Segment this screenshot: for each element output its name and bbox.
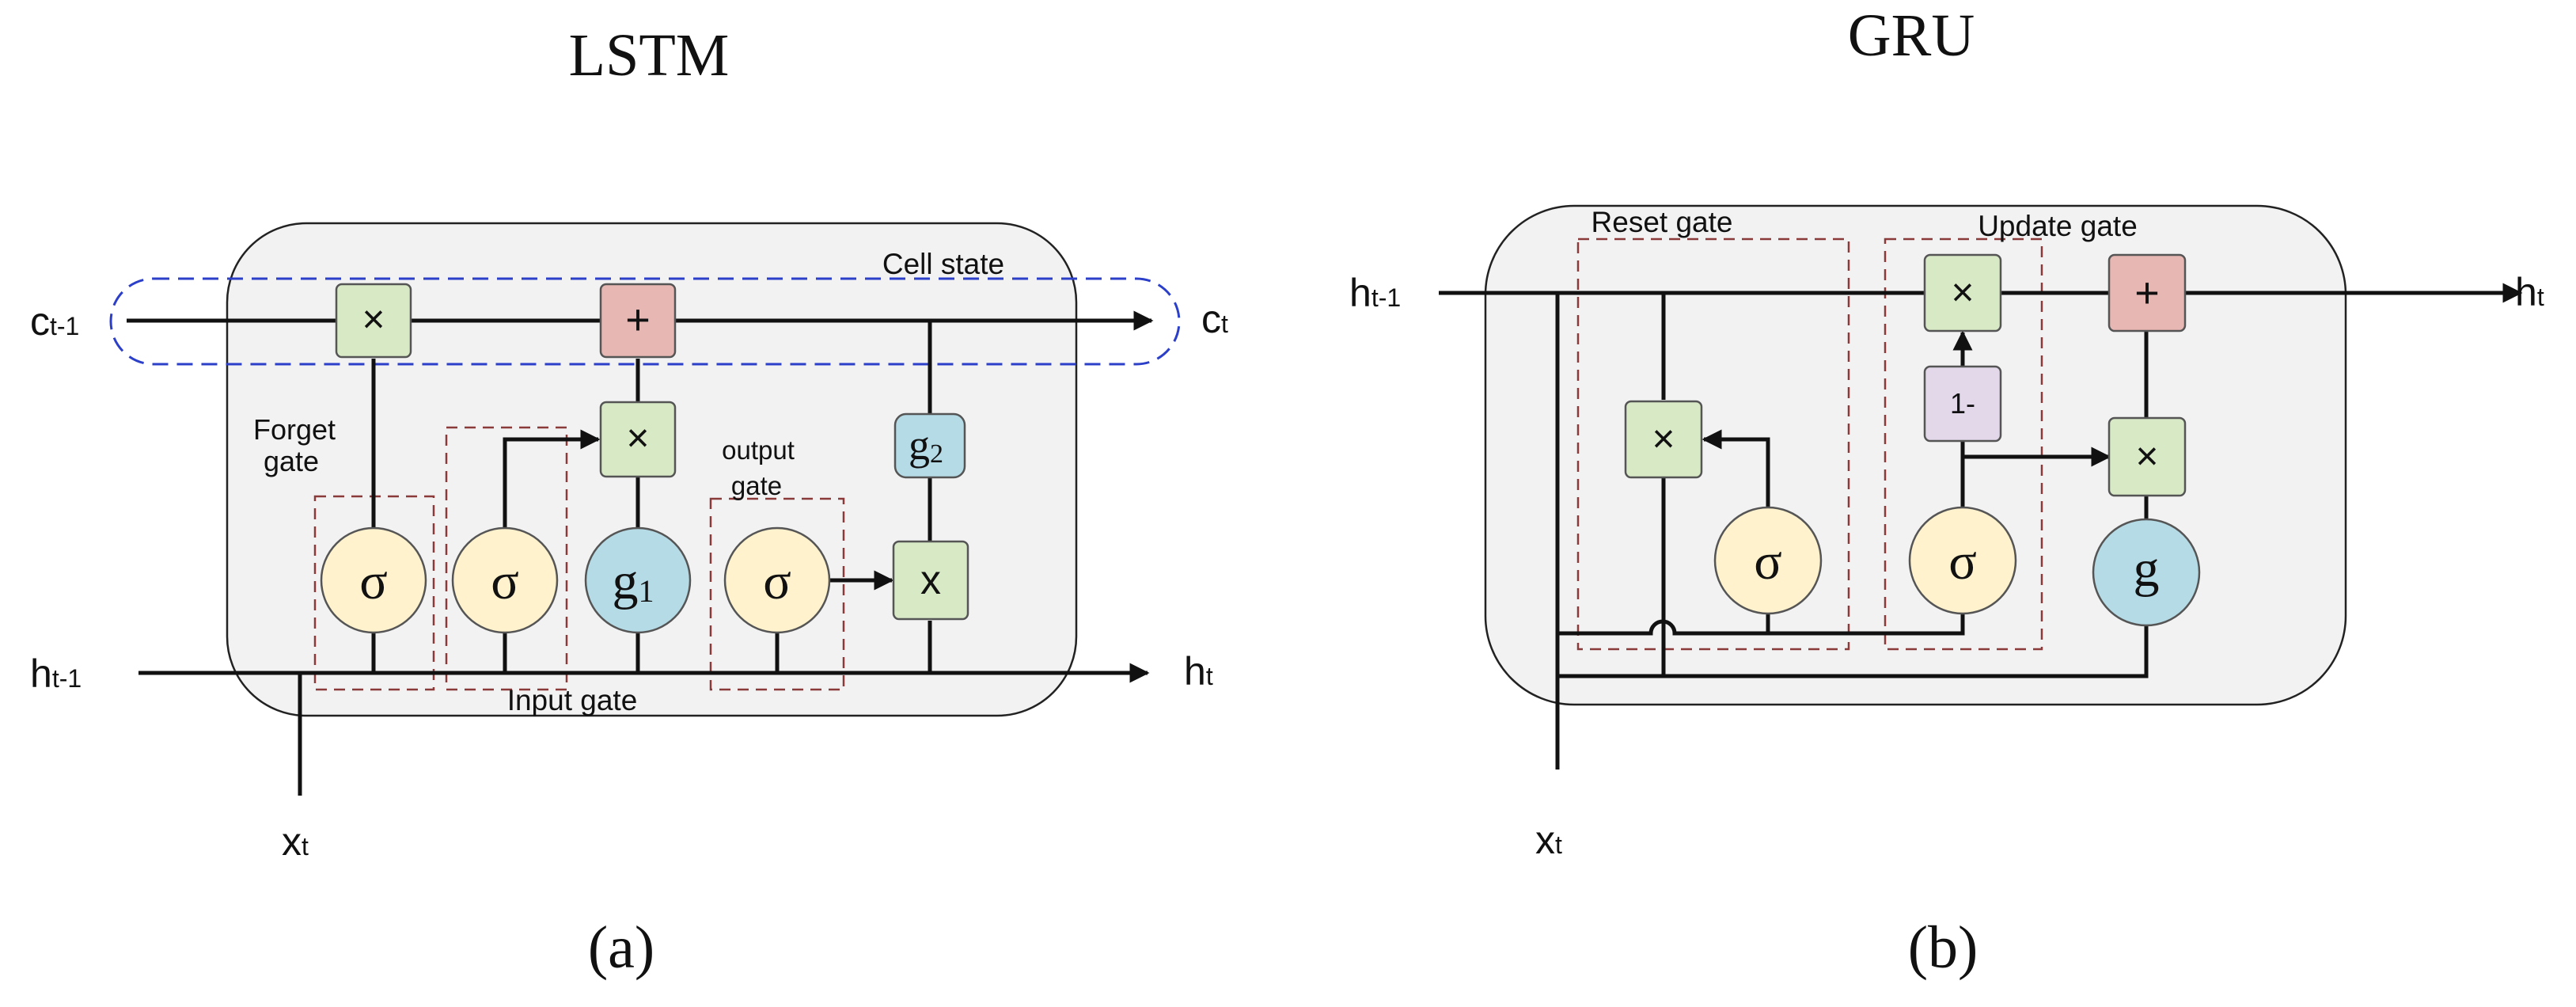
gru-input-h-label: ht-1 bbox=[1349, 271, 1401, 315]
gru-update-sigma-symbol: σ bbox=[1948, 533, 1977, 591]
lstm-output-sigma-node bbox=[723, 526, 831, 634]
lstm-cell-state-box bbox=[109, 277, 1181, 366]
gru-output-h-label: ht bbox=[2515, 270, 2544, 314]
lstm-g2-op bbox=[893, 412, 966, 479]
lstm-panel: LSTM Cell state bbox=[30, 22, 1228, 981]
lstm-output-c-label: ct bbox=[1201, 297, 1228, 341]
gru-update-sigma-node bbox=[1908, 506, 2017, 615]
gru-one-minus-op bbox=[1923, 365, 2002, 443]
lstm-cell-state-label: Cell state bbox=[882, 248, 1004, 280]
lstm-output-multiply-symbol: x bbox=[920, 557, 941, 603]
lstm-output-h-label: ht bbox=[1184, 649, 1213, 694]
lstm-forget-multiply-symbol: × bbox=[362, 297, 385, 341]
lstm-output-sigma-symbol: σ bbox=[763, 553, 791, 610]
lstm-caption: (a) bbox=[588, 914, 654, 981]
gru-reset-multiply-op bbox=[1624, 400, 1703, 479]
gru-one-minus-symbol: 1- bbox=[1950, 387, 1975, 420]
lstm-forget-sigma-symbol: σ bbox=[359, 553, 388, 610]
lstm-input-sigma-symbol: σ bbox=[491, 553, 519, 610]
lstm-add-symbol: + bbox=[625, 296, 651, 344]
lstm-input-gate-label: Input gate bbox=[507, 684, 638, 716]
lstm-input-multiply-symbol: × bbox=[626, 416, 649, 460]
gru-cell-background bbox=[1484, 204, 2347, 706]
gru-update-gate-box bbox=[1884, 238, 2043, 651]
lstm-forget-sigma-node bbox=[320, 526, 427, 634]
lstm-input-c-label: ct-1 bbox=[30, 299, 79, 344]
lstm-input-multiply-op bbox=[599, 401, 677, 478]
lstm-input-x-label: xt bbox=[282, 819, 309, 864]
lstm-title: LSTM bbox=[569, 22, 730, 89]
lstm-g1-node bbox=[584, 526, 692, 634]
lstm-g2-symbol: g2 bbox=[909, 421, 943, 469]
gru-g-node bbox=[2092, 518, 2201, 627]
lstm-forget-multiply-op bbox=[335, 283, 412, 359]
gru-output-multiply-symbol: × bbox=[2135, 434, 2158, 478]
gru-update-gate-label: Update gate bbox=[1978, 210, 2138, 242]
gru-caption: (b) bbox=[1908, 914, 1978, 981]
gru-update-multiply-op bbox=[1923, 253, 2002, 332]
gru-update-multiply-symbol: × bbox=[1951, 270, 1974, 314]
lstm-output-gate-box bbox=[709, 497, 845, 691]
lstm-add-op bbox=[599, 283, 677, 359]
lstm-g1-symbol: g1 bbox=[613, 553, 654, 610]
gru-reset-sigma-symbol: σ bbox=[1754, 533, 1782, 591]
gru-reset-multiply-symbol: × bbox=[1652, 416, 1675, 461]
lstm-output-multiply-op bbox=[892, 540, 969, 621]
gru-title: GRU bbox=[1848, 2, 1975, 69]
lstm-input-sigma-node bbox=[451, 526, 559, 634]
lstm-input-gate-box bbox=[445, 426, 568, 691]
gru-add-op bbox=[2107, 253, 2187, 332]
gru-reset-gate-label: Reset gate bbox=[1592, 206, 1733, 238]
gru-g-symbol: g bbox=[2134, 540, 2160, 598]
gru-output-multiply-op bbox=[2107, 416, 2187, 497]
lstm-input-h-label: ht-1 bbox=[30, 652, 82, 696]
gru-panel: GRU Reset gate Update gate bbox=[1349, 2, 2544, 981]
gru-reset-sigma-node bbox=[1713, 506, 1823, 615]
gru-input-x-label: xt bbox=[1535, 818, 1562, 862]
gru-reset-gate-box bbox=[1576, 238, 1850, 651]
gru-add-symbol: + bbox=[2134, 269, 2160, 317]
